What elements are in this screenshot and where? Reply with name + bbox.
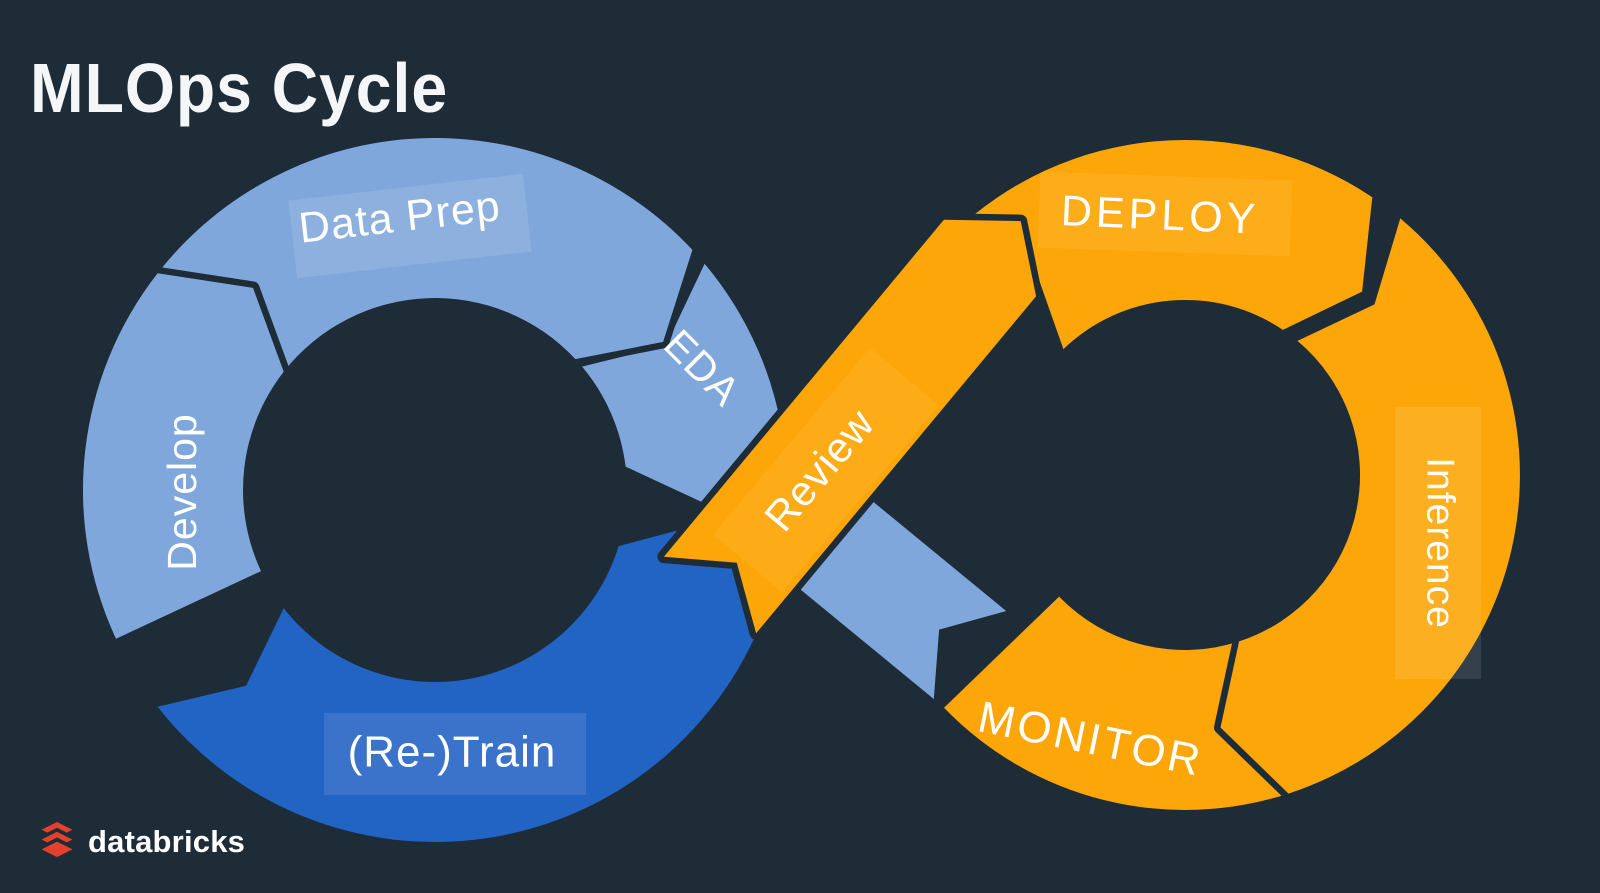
databricks-layers-icon [36,820,78,862]
segment-develop [76,266,291,646]
logo-layer [36,837,78,862]
page-title: MLOps Cycle [30,49,449,127]
databricks-logo: databricks [36,820,245,864]
segment-deploy [945,133,1379,356]
label-inference: Inference [1419,457,1462,629]
inference-label-box [1395,407,1481,679]
segment-inference [1214,211,1527,801]
data-prep-label-box [288,173,532,279]
retrain-label-box [324,713,586,795]
logo-wordmark: databricks [88,824,246,859]
segment-review-band [657,213,1043,640]
label-deploy: DEPLOY [1060,187,1260,244]
segment-data-prep [151,131,699,379]
segment-monitor [937,590,1295,817]
deploy-label-box [1037,171,1293,257]
label-develop: Develop [159,413,205,570]
label-retrain: (Re-)Train [348,728,557,777]
review-label-box [713,347,939,593]
segment-retrain [151,516,779,849]
